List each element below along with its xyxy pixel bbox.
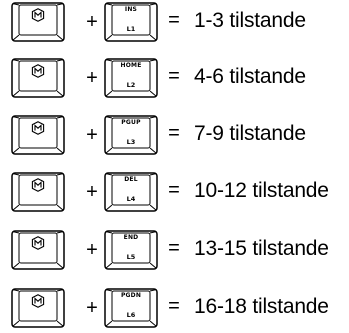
equals-sign: = bbox=[168, 65, 180, 87]
combo-row: + PGUP L3 = 7-9 tilstande bbox=[0, 113, 349, 157]
layer-key: DEL L4 bbox=[104, 172, 158, 212]
function-key bbox=[11, 172, 65, 212]
logo-icon bbox=[31, 64, 45, 78]
plus-sign: + bbox=[86, 297, 98, 319]
result-text: 13-15 tilstande bbox=[194, 237, 329, 260]
key-legend-top: PGDN bbox=[120, 292, 142, 299]
function-key bbox=[11, 2, 65, 42]
function-key bbox=[11, 230, 65, 270]
key-legend-bottom: L4 bbox=[126, 195, 136, 203]
key-legend-bottom: L6 bbox=[126, 311, 136, 319]
result-text: 10-12 tilstande bbox=[194, 179, 329, 202]
equals-sign: = bbox=[168, 122, 180, 144]
layer-key: INS L1 bbox=[104, 2, 158, 42]
plus-sign: + bbox=[86, 124, 98, 146]
equals-sign: = bbox=[168, 237, 180, 259]
key-legend-bottom: L2 bbox=[126, 81, 136, 89]
logo-icon bbox=[31, 236, 45, 250]
equals-sign: = bbox=[168, 295, 180, 317]
combo-row: + PGDN L6 = 16-18 tilstande bbox=[0, 286, 349, 330]
key-legend-top: END bbox=[123, 234, 139, 241]
function-key bbox=[11, 288, 65, 328]
logo-icon bbox=[31, 121, 45, 135]
result-text: 7-9 tilstande bbox=[194, 122, 306, 145]
result-text: 16-18 tilstande bbox=[194, 295, 329, 318]
logo-icon bbox=[31, 178, 45, 192]
logo-icon bbox=[31, 294, 45, 308]
combo-row: + INS L1 = 1-3 tilstande bbox=[0, 0, 349, 44]
key-legend-top: DEL bbox=[124, 176, 138, 183]
result-text: 4-6 tilstande bbox=[194, 65, 306, 88]
layer-key: END L5 bbox=[104, 230, 158, 270]
combo-row: + HOME L2 = 4-6 tilstande bbox=[0, 56, 349, 100]
key-legend-bottom: L1 bbox=[126, 25, 136, 33]
function-key bbox=[11, 58, 65, 98]
key-legend-top: PGUP bbox=[121, 119, 141, 126]
key-legend-bottom: L5 bbox=[126, 253, 136, 261]
plus-sign: + bbox=[86, 239, 98, 261]
key-legend-bottom: L3 bbox=[126, 138, 136, 146]
plus-sign: + bbox=[86, 11, 98, 33]
equals-sign: = bbox=[168, 179, 180, 201]
plus-sign: + bbox=[86, 67, 98, 89]
result-text: 1-3 tilstande bbox=[194, 9, 306, 32]
combo-row: + DEL L4 = 10-12 tilstande bbox=[0, 170, 349, 214]
equals-sign: = bbox=[168, 9, 180, 31]
combo-row: + END L5 = 13-15 tilstande bbox=[0, 228, 349, 272]
plus-sign: + bbox=[86, 181, 98, 203]
key-legend-top: HOME bbox=[120, 62, 142, 69]
layer-key: PGUP L3 bbox=[104, 115, 158, 155]
function-key bbox=[11, 115, 65, 155]
key-legend-top: INS bbox=[124, 6, 138, 13]
layer-key: HOME L2 bbox=[104, 58, 158, 98]
logo-icon bbox=[31, 8, 45, 22]
layer-key: PGDN L6 bbox=[104, 288, 158, 328]
